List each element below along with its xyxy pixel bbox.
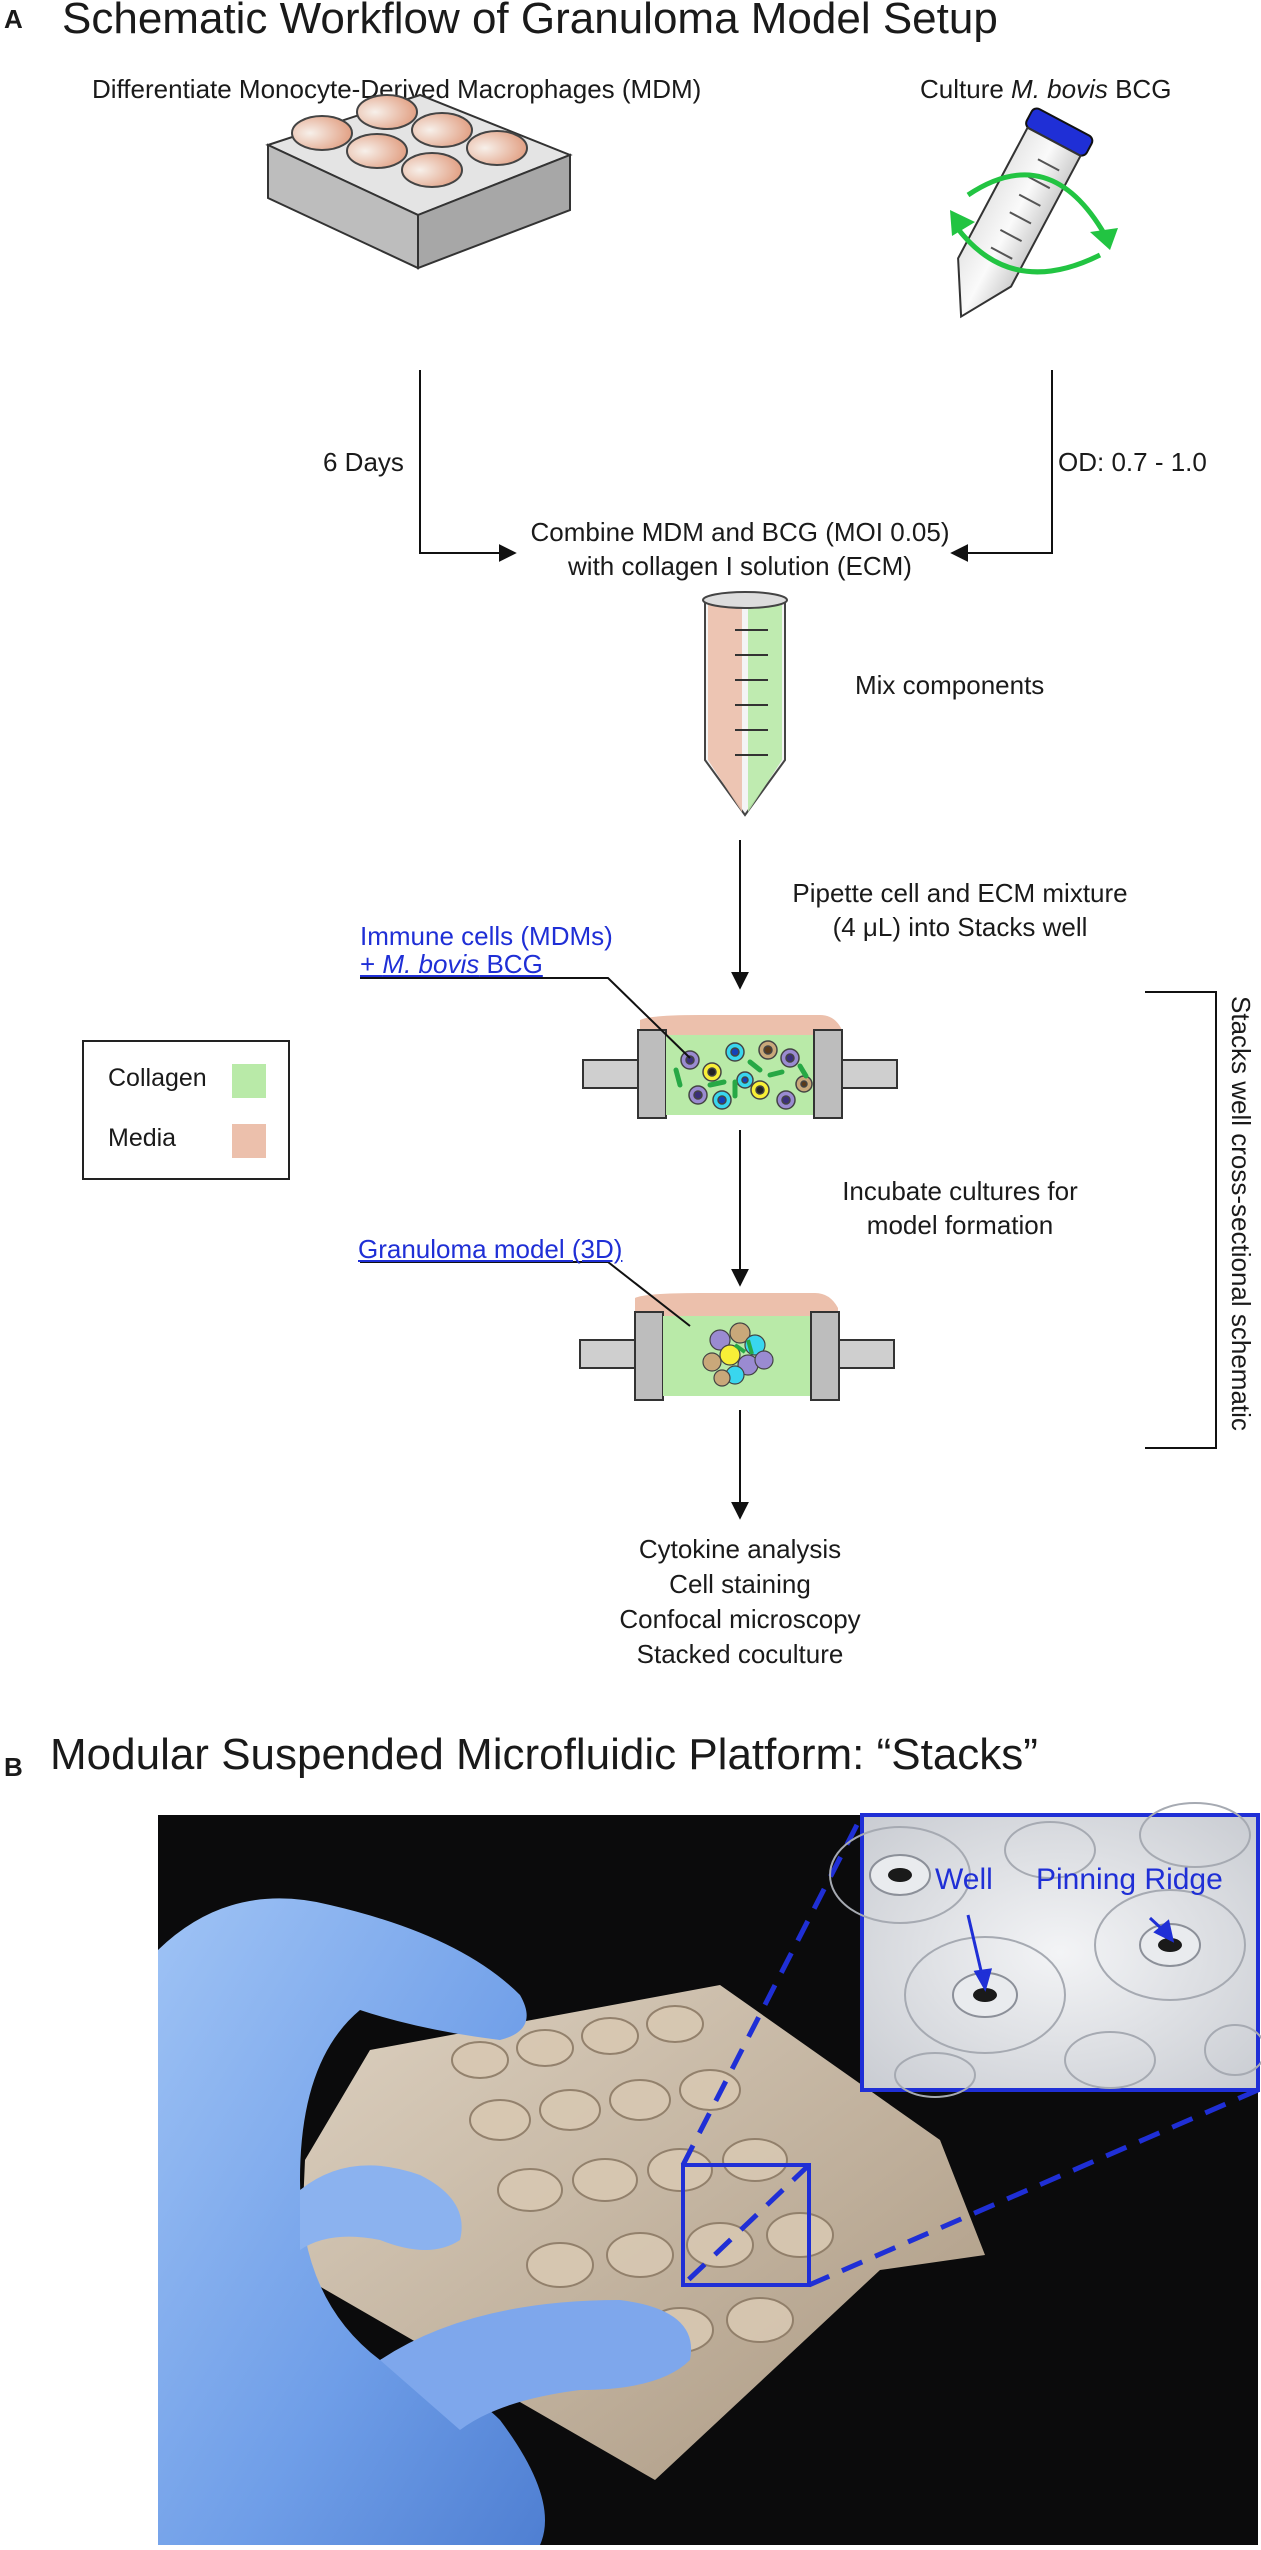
- output-item: Stacked coculture: [636, 1639, 844, 1669]
- output-item: Cytokine analysis: [638, 1534, 842, 1564]
- combine-step-label: Combine MDM and BCG (MOI 0.05) with coll…: [440, 515, 1040, 583]
- inset-zoom-panel: [829, 1802, 1261, 2098]
- granuloma-model-label: Granuloma model (3D): [358, 1234, 623, 1264]
- immune-cells-label: Immune cells (MDMs) + M. bovis BCG: [360, 922, 613, 978]
- incubate-line-2: model formation: [866, 1210, 1054, 1240]
- immune-line-2-italic: M. bovis: [382, 949, 480, 979]
- cross-section-bracket: [1145, 991, 1217, 1449]
- immune-line-2-suffix: BCG: [479, 949, 543, 979]
- six-well-plate-icon: [265, 93, 573, 270]
- granuloma-cluster: [702, 1322, 774, 1387]
- bracket-label: Stacks well cross-sectional schematic: [1226, 996, 1256, 1431]
- combine-line-2: with collagen I solution (ECM): [568, 551, 912, 581]
- legend: Collagen Media: [82, 1040, 290, 1180]
- incubate-line-1: Incubate cultures for: [842, 1176, 1078, 1206]
- bcg-step-italic: M. bovis: [1011, 74, 1108, 104]
- workflow-diagram: [265, 93, 1217, 1520]
- photo-background: [158, 1815, 1258, 2545]
- rotation-arrow-icon: [950, 172, 1118, 275]
- output-item: Confocal microscopy: [619, 1604, 861, 1634]
- stacks-well-cross-section: [582, 1015, 898, 1119]
- bcg-step-label: Culture M. bovis BCG: [920, 72, 1171, 106]
- six-days-label: 6 Days: [323, 447, 404, 477]
- bcg-step-prefix: Culture: [920, 74, 1012, 104]
- inset-pinning-ridge-label: Pinning Ridge: [1036, 1863, 1223, 1896]
- convergence-arrows: [419, 370, 1053, 562]
- bcg-step-suffix: BCG: [1107, 74, 1172, 104]
- panel-a-letter: A: [4, 4, 23, 34]
- mix-components-label: Mix components: [855, 670, 1045, 700]
- panel-b-letter: B: [4, 1752, 23, 1782]
- immune-line-1: Immune cells (MDMs): [360, 921, 613, 951]
- culture-tube-icon: [957, 107, 1094, 319]
- legend-media-swatch: [232, 1124, 266, 1158]
- panel-a-title: Schematic Workflow of Granuloma Model Se…: [62, 0, 998, 43]
- downstream-outputs: Cytokine analysis Cell staining Confocal…: [490, 1532, 990, 1672]
- granuloma-leader-line: [360, 1261, 691, 1327]
- pipette-line-1: Pipette cell and ECM mixture: [792, 878, 1128, 908]
- legend-collagen-swatch: [232, 1064, 266, 1098]
- conical-tube-icon: [702, 591, 788, 817]
- legend-collagen-label: Collagen: [108, 1064, 207, 1092]
- od-range-label: OD: 0.7 - 1.0: [1058, 447, 1207, 477]
- incubate-step-label: Incubate cultures for model formation: [760, 1174, 1160, 1242]
- immune-cells-leader-line: [360, 977, 691, 1059]
- combine-line-1: Combine MDM and BCG (MOI 0.05): [530, 517, 950, 547]
- granuloma-well-cross-section: [579, 1293, 895, 1401]
- immune-line-2: + M. bovis BCG: [360, 950, 613, 978]
- bcg-bacteria: [673, 1059, 809, 1099]
- inset-well-label: Well: [935, 1863, 993, 1896]
- output-item: Cell staining: [669, 1569, 811, 1599]
- legend-media-label: Media: [108, 1124, 177, 1152]
- stacks-plate-photo: [300, 1985, 985, 2480]
- pipette-line-2: (4 μL) into Stacks well: [832, 912, 1088, 942]
- gloved-hand-photo: [158, 1898, 692, 2545]
- immune-cells: [680, 1040, 813, 1110]
- pipette-step-label: Pipette cell and ECM mixture (4 μL) into…: [760, 876, 1160, 944]
- plate-highlight-box: [681, 2163, 811, 2287]
- panel-b-title: Modular Suspended Microfluidic Platform:…: [50, 1730, 1038, 1779]
- immune-line-2-prefix: +: [360, 949, 383, 979]
